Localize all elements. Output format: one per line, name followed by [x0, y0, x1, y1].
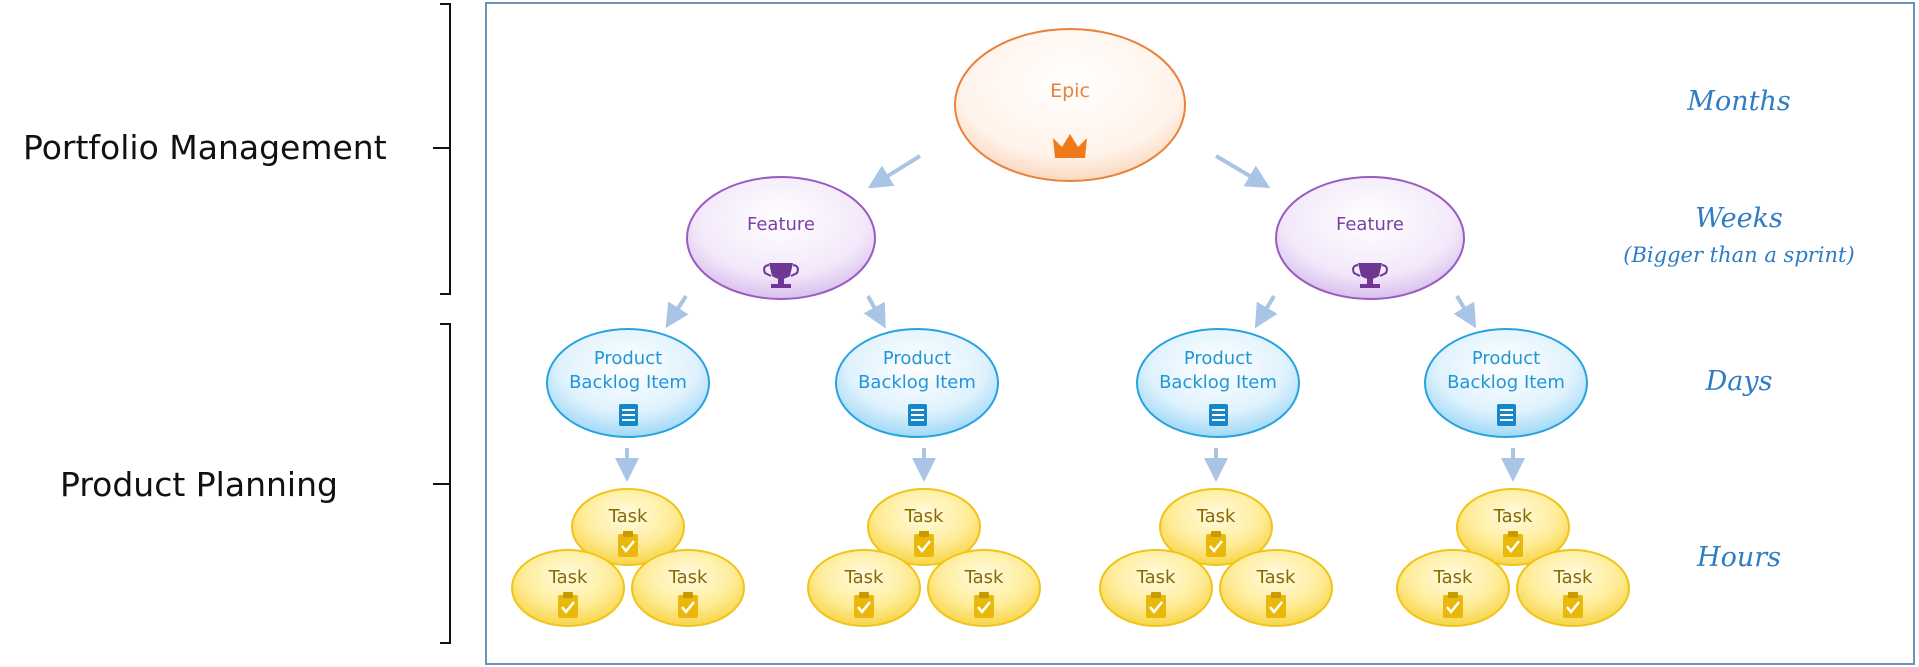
task-label: Task: [1433, 567, 1473, 588]
task-node: Task: [631, 549, 745, 627]
clipboard-check-icon: [1503, 531, 1523, 557]
clipboard-check-icon: [558, 592, 578, 618]
connector-arrows: [615, 154, 1525, 482]
pbi-label-line2: Backlog Item: [858, 372, 976, 393]
timescale-hours: Hours: [1697, 542, 1781, 573]
clipboard-check-icon: [1146, 592, 1166, 618]
clipboard-check-icon: [1443, 592, 1463, 618]
clipboard-check-icon: [1563, 592, 1583, 618]
crown-icon: [1053, 134, 1087, 158]
document-list-icon: [1497, 404, 1516, 426]
task-label: Task: [964, 567, 1004, 588]
epic-label: Epic: [1050, 80, 1090, 102]
task-node: Task: [1456, 488, 1570, 566]
feature-to-pbi-arrow: [665, 294, 689, 329]
document-list-icon: [619, 404, 638, 426]
task-node: Task: [927, 549, 1041, 627]
clipboard-check-icon: [618, 531, 638, 557]
task-label: Task: [548, 567, 588, 588]
portfolio-brace: [433, 3, 451, 295]
product-backlog-item-node: Product Backlog Item: [1136, 328, 1300, 438]
clipboard-check-icon: [1206, 531, 1226, 557]
pbi-label-line2: Backlog Item: [1159, 372, 1277, 393]
trophy-icon: [1352, 263, 1388, 288]
pbi-label-line1: Product: [1472, 348, 1540, 369]
clipboard-check-icon: [854, 592, 874, 618]
task-label: Task: [668, 567, 708, 588]
product-planning-label: Product Planning: [60, 465, 338, 504]
task-node: Task: [1099, 549, 1213, 627]
task-node: Task: [1159, 488, 1273, 566]
task-label: Task: [844, 567, 884, 588]
feature-node: Feature: [1275, 176, 1465, 300]
portfolio-management-label: Portfolio Management: [23, 128, 387, 167]
trophy-icon: [763, 263, 799, 288]
task-label: Task: [1493, 506, 1533, 527]
pbi-label-line1: Product: [594, 348, 662, 369]
document-list-icon: [908, 404, 927, 426]
timescale-weeks-note: (Bigger than a sprint): [1623, 243, 1855, 267]
planning-brace: [433, 323, 451, 644]
feature-to-pbi-arrow: [863, 295, 886, 329]
epic-to-feature-arrow: [867, 154, 922, 189]
task-label: Task: [904, 506, 944, 527]
task-label: Task: [1553, 567, 1593, 588]
feature-node: Feature: [686, 176, 876, 300]
clipboard-check-icon: [974, 592, 994, 618]
timescale-days: Days: [1705, 366, 1773, 397]
task-label: Task: [1256, 567, 1296, 588]
product-backlog-item-node: Product Backlog Item: [1424, 328, 1588, 438]
epic-node: Epic: [954, 28, 1186, 182]
timescale-weeks: Weeks: [1695, 203, 1783, 234]
feature-to-pbi-arrow: [1254, 294, 1278, 329]
task-node: Task: [1396, 549, 1510, 627]
task-label: Task: [608, 506, 648, 527]
task-node: Task: [807, 549, 921, 627]
epic-to-feature-arrow: [1214, 154, 1271, 189]
feature-label: Feature: [747, 214, 815, 235]
feature-label: Feature: [1336, 214, 1404, 235]
clipboard-check-icon: [1266, 592, 1286, 618]
clipboard-check-icon: [678, 592, 698, 618]
feature-to-pbi-arrow: [1453, 294, 1477, 329]
product-backlog-item-node: Product Backlog Item: [835, 328, 999, 438]
task-node: Task: [511, 549, 625, 627]
task-node: Task: [1516, 549, 1630, 627]
pbi-label-line2: Backlog Item: [569, 372, 687, 393]
pbi-label-line1: Product: [883, 348, 951, 369]
task-node: Task: [867, 488, 981, 566]
task-label: Task: [1196, 506, 1236, 527]
pbi-label-line2: Backlog Item: [1447, 372, 1565, 393]
document-list-icon: [1209, 404, 1228, 426]
task-node: Task: [1219, 549, 1333, 627]
task-label: Task: [1136, 567, 1176, 588]
clipboard-check-icon: [914, 531, 934, 557]
timescale-months: Months: [1687, 86, 1791, 117]
pbi-label-line1: Product: [1184, 348, 1252, 369]
product-backlog-item-node: Product Backlog Item: [546, 328, 710, 438]
task-node: Task: [571, 488, 685, 566]
